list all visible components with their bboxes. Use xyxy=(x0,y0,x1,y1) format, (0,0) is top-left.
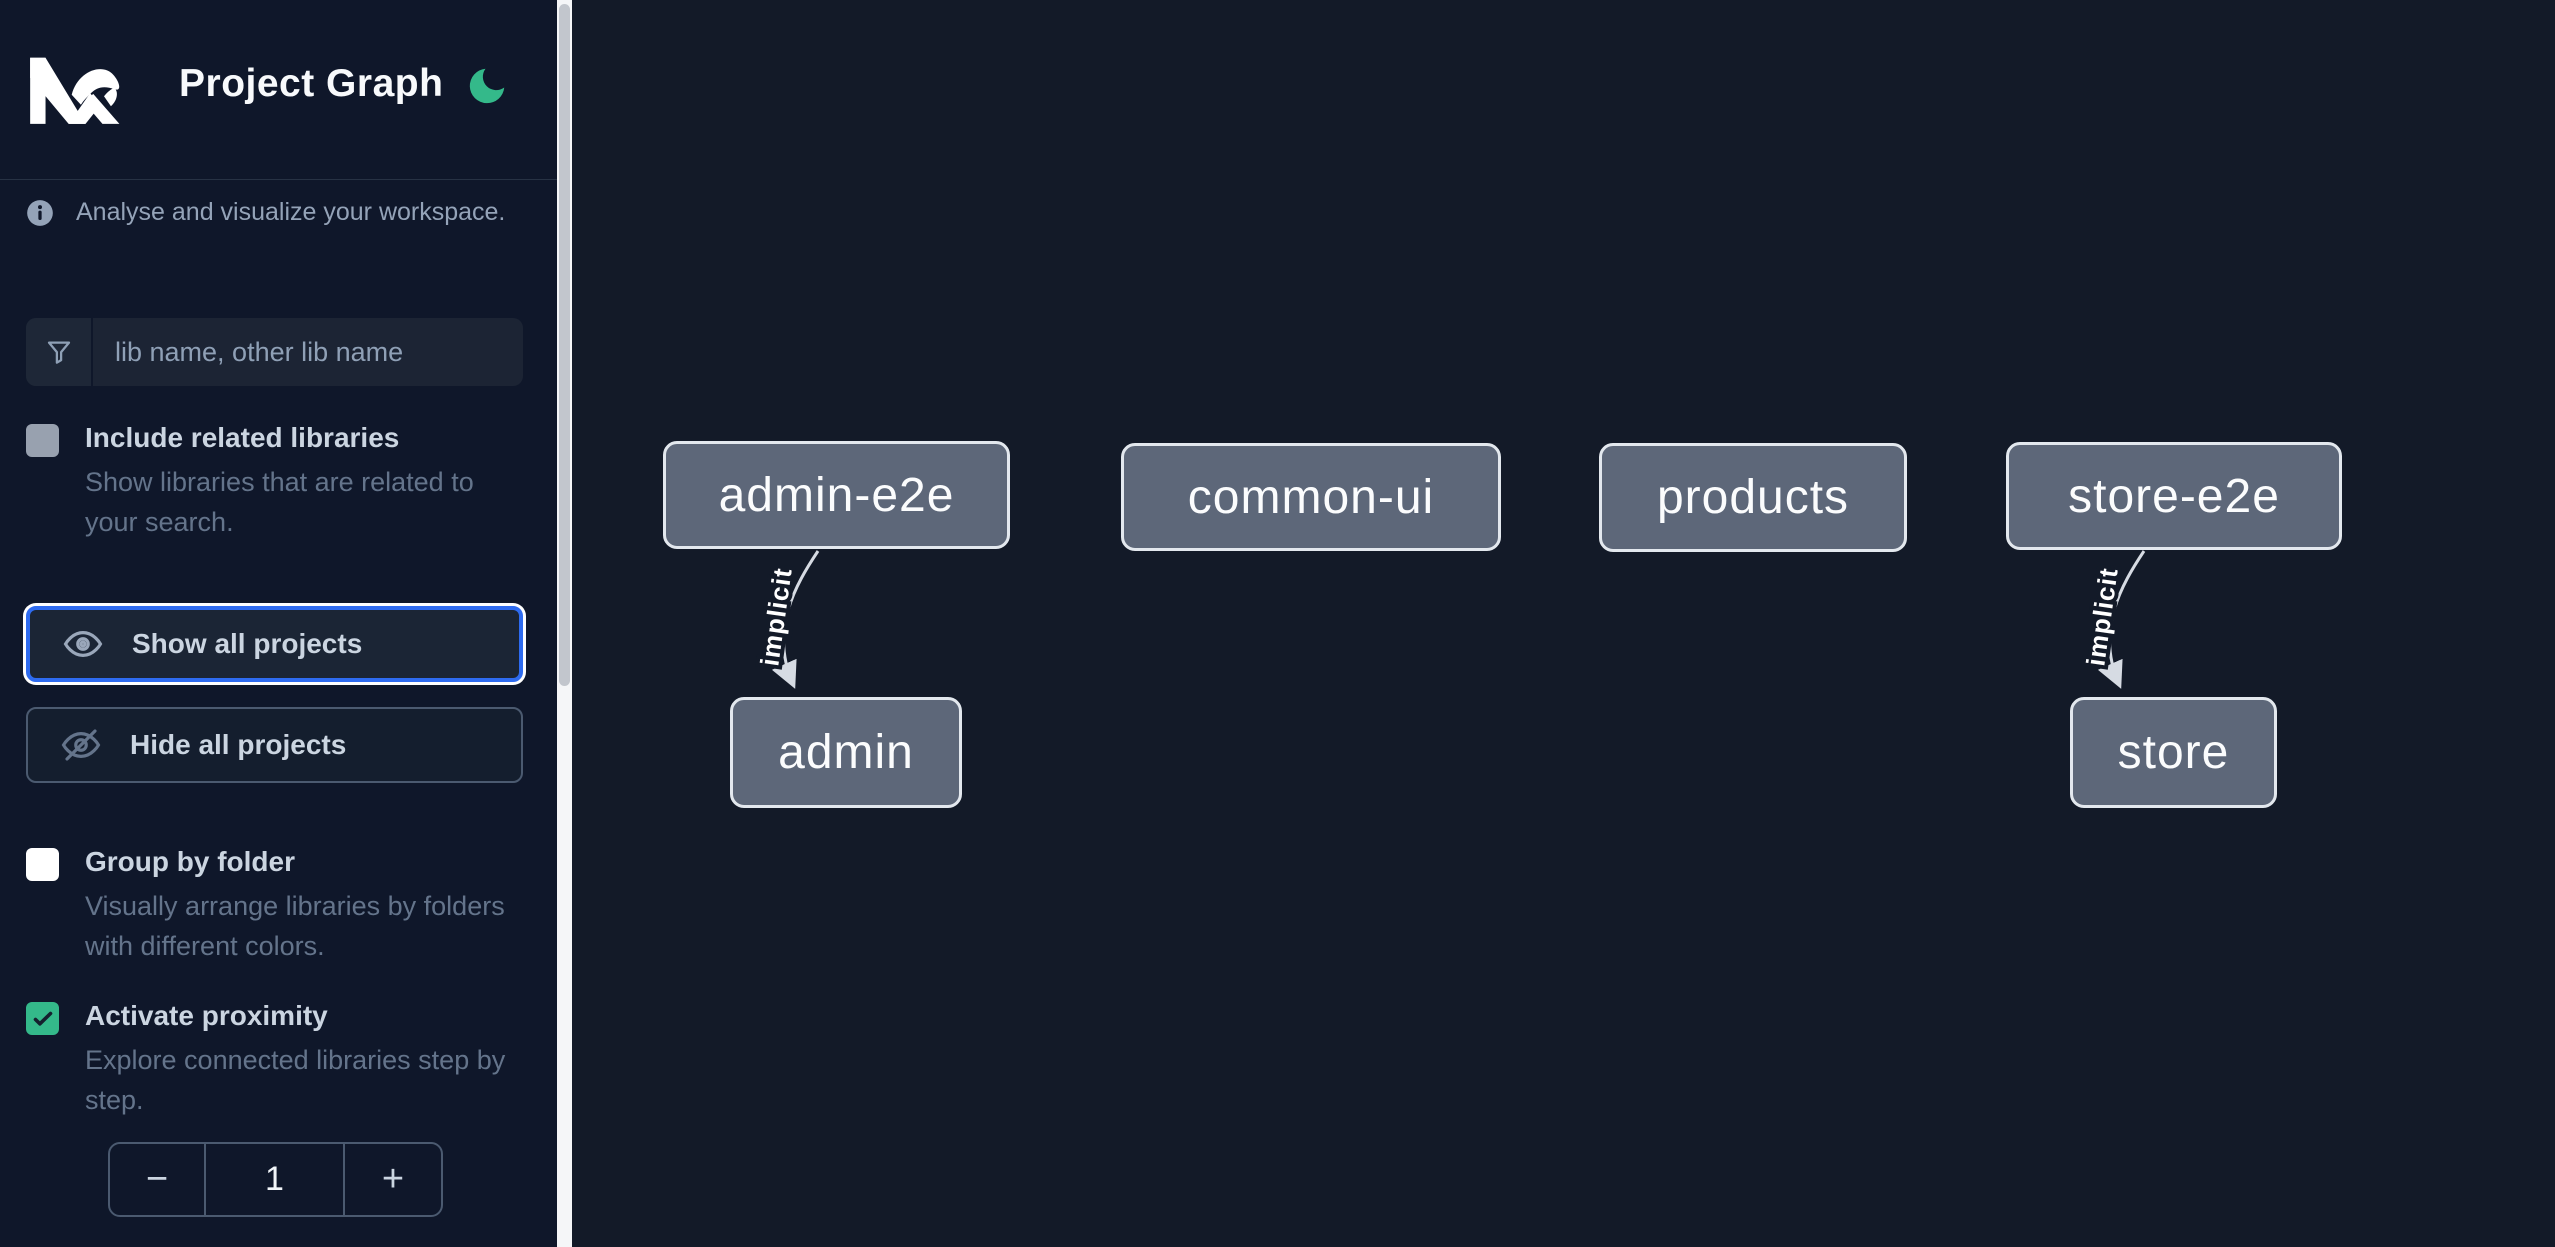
hide-all-projects-button[interactable]: Hide all projects xyxy=(26,707,523,783)
scrollbar-thumb[interactable] xyxy=(559,4,570,686)
filter-icon xyxy=(26,318,93,386)
graph-canvas[interactable]: implicit implicit admin-e2e common-ui pr… xyxy=(572,0,2555,1247)
info-icon xyxy=(27,199,53,226)
show-all-projects-button[interactable]: Show all projects xyxy=(26,606,523,682)
graph-node-admin-e2e[interactable]: admin-e2e xyxy=(663,441,1010,549)
moon-icon xyxy=(469,68,505,103)
check-icon xyxy=(33,1011,52,1026)
graph-node-products[interactable]: products xyxy=(1599,443,1907,552)
checkbox-group-by-folder[interactable] xyxy=(26,848,59,881)
proximity-stepper: − 1 + xyxy=(108,1142,443,1217)
edge-label-implicit: implicit xyxy=(754,566,797,668)
eye-icon xyxy=(63,631,103,657)
search-box xyxy=(26,318,523,386)
decrement-button[interactable]: − xyxy=(110,1144,206,1215)
toggle-description: Visually arrange libraries by folders wi… xyxy=(85,891,505,961)
checkbox-include-related-libraries[interactable] xyxy=(26,424,59,457)
edge-store-e2e-store xyxy=(2097,550,2146,689)
hide-all-projects-label: Hide all projects xyxy=(130,729,347,760)
search-input[interactable] xyxy=(93,318,523,386)
graph-node-admin[interactable]: admin xyxy=(730,697,962,808)
sidebar: Project Graph Analyse and visualize your… xyxy=(0,0,557,1247)
edge-label-implicit: implicit xyxy=(2080,566,2123,668)
tagline-text: Analyse and visualize your workspace. xyxy=(76,198,506,226)
toggle-label: Activate proximity xyxy=(85,1000,328,1031)
graph-node-common-ui[interactable]: common-ui xyxy=(1121,443,1501,551)
toggle-label: Group by folder xyxy=(85,846,295,877)
eye-off-icon xyxy=(61,729,101,761)
toggle-group-by-folder: Group by folder Visually arrange librari… xyxy=(26,846,526,966)
toggle-activate-proximity: Activate proximity Explore connected lib… xyxy=(26,1000,526,1120)
checkbox-activate-proximity[interactable] xyxy=(26,1002,59,1035)
edge-admin-e2e-admin xyxy=(771,550,820,689)
header-divider xyxy=(0,179,557,180)
increment-button[interactable]: + xyxy=(343,1144,441,1215)
show-all-projects-label: Show all projects xyxy=(132,628,363,659)
graph-edges: implicit implicit xyxy=(750,550,2146,689)
toggle-label: Include related libraries xyxy=(85,422,400,453)
graph-node-store-e2e[interactable]: store-e2e xyxy=(2006,442,2342,550)
toggle-description: Explore connected libraries step by step… xyxy=(85,1045,506,1115)
theme-toggle-button[interactable] xyxy=(458,58,516,116)
page-title: Project Graph xyxy=(179,62,444,105)
toggle-include-related: Include related libraries Show libraries… xyxy=(26,422,526,542)
tagline-row: Analyse and visualize your workspace. xyxy=(26,198,505,227)
toggle-description: Show libraries that are related to your … xyxy=(85,467,474,537)
nx-logo xyxy=(30,57,120,124)
sidebar-scrollbar[interactable] xyxy=(557,0,572,1247)
stepper-value: 1 xyxy=(265,1160,284,1198)
graph-node-store[interactable]: store xyxy=(2070,697,2277,808)
